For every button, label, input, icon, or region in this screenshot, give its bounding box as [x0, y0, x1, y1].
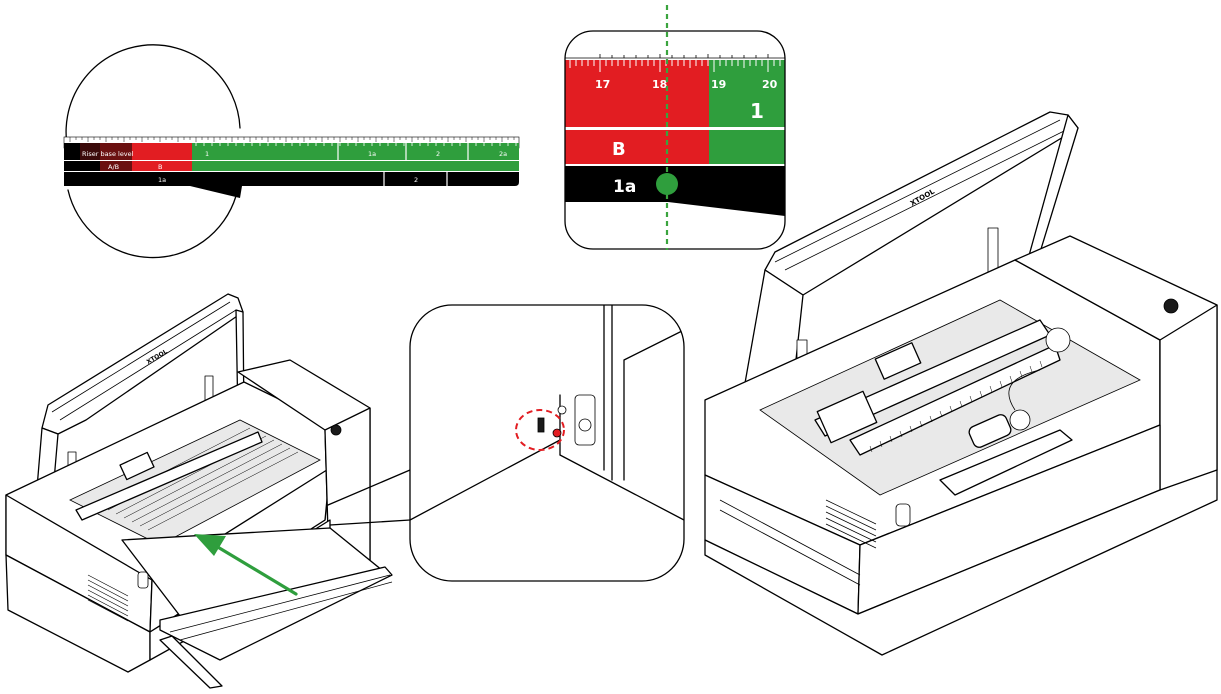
zoom-separator — [565, 127, 785, 130]
rotary-cable — [1008, 369, 1041, 411]
right-tower-side — [1159, 304, 1218, 501]
zoom-top-ticks — [599, 54, 769, 58]
right-tower-button — [1163, 298, 1179, 314]
small-row1-label-2: 2 — [436, 150, 440, 158]
left-tower-button — [330, 424, 342, 436]
magnifier-callout: Riser base level 1 1a 2 2a A/B B 1a 2 — [63, 44, 520, 259]
zoom-callout-frame — [564, 30, 786, 250]
insert-arrow-icon — [194, 534, 298, 596]
port-jack-red — [552, 428, 562, 438]
port-callout-frame — [409, 304, 685, 582]
port-callout — [327, 304, 685, 582]
small-row3-label-1a: 1a — [158, 176, 166, 184]
row1-green — [192, 143, 519, 160]
zoom-label-1: 1 — [750, 99, 764, 123]
row3-dividers — [383, 172, 448, 186]
rotary-motor — [968, 414, 1012, 448]
riser-label: Riser base level — [82, 150, 134, 158]
right-front-slot — [719, 499, 861, 586]
zoom-label-b: B — [612, 139, 626, 160]
small-ruler-ticks — [69, 137, 515, 142]
port-panel-edge — [410, 439, 561, 521]
port-panel-bottom — [559, 454, 684, 521]
small-row1-label-1: 1 — [205, 150, 209, 158]
zoom-row-b-green — [709, 130, 785, 164]
machine-left: XTOOL — [5, 293, 393, 689]
callout-leader-lines — [327, 469, 411, 526]
zoom-tick-18: 18 — [652, 78, 667, 91]
row1-maroon — [100, 143, 132, 160]
right-lid-edges — [774, 119, 1071, 271]
port-switch-knob — [578, 418, 592, 432]
machine-right: XTOOL — [704, 111, 1218, 656]
rotary-chuck — [1009, 409, 1031, 431]
left-base — [5, 554, 151, 673]
right-gantry-wheel — [1045, 327, 1071, 353]
row1-darkred — [80, 143, 100, 160]
right-port — [895, 503, 911, 527]
port-panel-lines — [559, 305, 684, 481]
small-row3-label-2: 2 — [414, 176, 418, 184]
zoom-band-green — [709, 60, 785, 128]
row2-red — [132, 161, 192, 171]
left-tray-leg — [159, 635, 223, 689]
left-vent-grill — [87, 574, 129, 622]
magnifier-circle-lower — [67, 189, 237, 259]
magnifier-circle-icon — [65, 44, 241, 151]
port-jack-1 — [557, 405, 567, 415]
zoom-wedge — [668, 202, 785, 216]
row1-black — [64, 143, 80, 160]
zoom-tick-17: 17 — [595, 78, 610, 91]
rotary-base — [939, 429, 1073, 496]
row2-maroon — [100, 161, 132, 171]
left-lid-top — [41, 293, 244, 435]
left-laser-head — [119, 451, 155, 481]
left-tray-rails — [169, 574, 393, 641]
small-wedge — [190, 186, 242, 198]
row2-black — [64, 161, 100, 171]
small-row2-label-ab: A/B — [108, 163, 119, 171]
zoom-scale-callout: 17 18 19 20 1 B 1a — [564, 5, 786, 250]
port-highlight-circle-icon — [515, 409, 565, 451]
right-laser-head — [816, 390, 878, 444]
row1-white-ticks — [195, 143, 517, 160]
small-row2-label-b: B — [158, 163, 162, 171]
right-vent-grill — [825, 499, 877, 549]
zoom-label-1a: 1a — [613, 177, 636, 197]
zoom-band-red — [565, 60, 709, 128]
small-row1-label-2a: 2a — [499, 150, 507, 158]
zoom-tick-19: 19 — [711, 78, 726, 91]
row2-green — [192, 161, 519, 171]
small-row1-label-1a: 1a — [368, 150, 376, 158]
alignment-dot-icon — [656, 173, 678, 195]
right-rail-teeth — [869, 360, 1043, 453]
port-jack-2 — [537, 417, 545, 433]
left-port — [137, 571, 149, 589]
right-gantry-rail — [849, 344, 1061, 456]
left-lid-edge — [51, 301, 237, 421]
row1-red — [132, 143, 192, 160]
zoom-row-b-red — [565, 130, 709, 164]
right-module-box — [874, 342, 922, 380]
zoom-tick-20: 20 — [762, 78, 778, 91]
row3-black — [64, 172, 519, 186]
left-gantry — [75, 431, 263, 521]
right-base — [704, 469, 1218, 656]
